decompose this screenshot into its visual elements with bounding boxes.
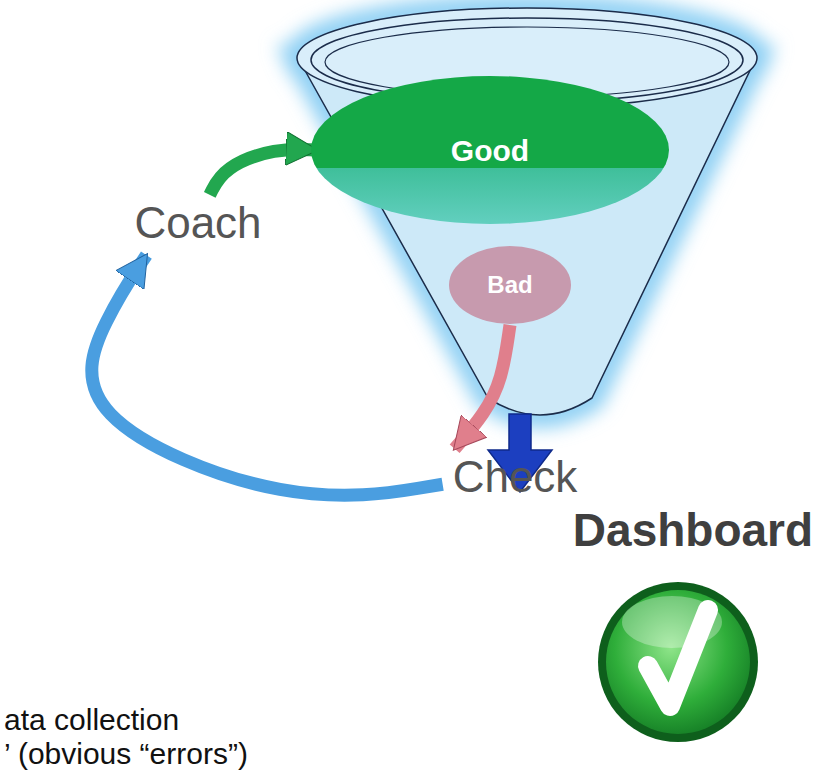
note-text: ata collection <box>4 704 179 736</box>
bad-ellipse: Bad <box>448 245 572 325</box>
check-badge <box>598 582 758 742</box>
funnel-glow <box>297 8 757 415</box>
good-ellipse: Good <box>310 75 670 225</box>
node-label: Good <box>451 134 529 167</box>
flow-arrow <box>210 149 316 194</box>
ellipse-fill <box>449 246 571 324</box>
ellipse-fill <box>311 76 669 224</box>
coach-text-node: Coach <box>124 193 271 253</box>
node-label: Dashboard <box>573 505 813 556</box>
flow-arrow <box>92 255 443 495</box>
node-label: Bad <box>487 272 532 298</box>
note-text: ’ (obvious “errors”) <box>4 738 248 770</box>
funnel-body <box>298 58 756 415</box>
node-label: Check <box>453 453 578 501</box>
dashboard-text-node: Dashboard <box>563 499 818 562</box>
flow-arrow <box>455 325 510 449</box>
node-label: Coach <box>134 199 261 247</box>
check-text-node: Check <box>443 447 588 507</box>
